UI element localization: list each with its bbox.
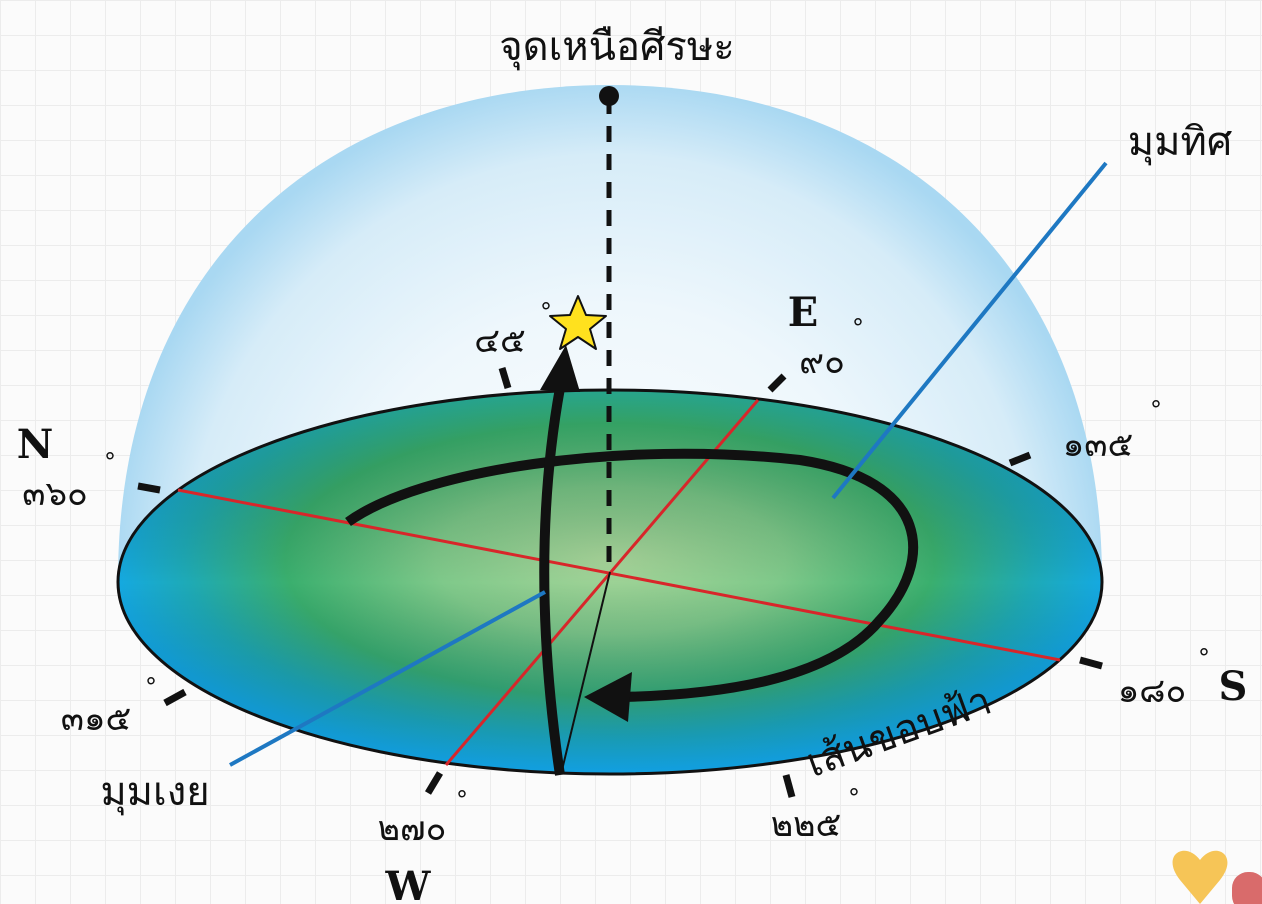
tick-90 bbox=[767, 373, 787, 393]
east-west-axis bbox=[444, 399, 760, 766]
degree-270-symbol: ° bbox=[456, 786, 468, 814]
direction-west: W bbox=[385, 863, 432, 904]
azimuth-label: มุมทิศ bbox=[1128, 119, 1233, 166]
heart-decoration-icon bbox=[1172, 850, 1228, 904]
degree-180: ๑๘๐ bbox=[1118, 671, 1187, 711]
tick-135 bbox=[1008, 451, 1032, 467]
tick-225 bbox=[782, 774, 796, 798]
degree-315: ๓๑๕ bbox=[61, 699, 132, 739]
degree-90-symbol: ° bbox=[852, 314, 864, 342]
azimuth-pointer-line bbox=[831, 161, 1108, 500]
degree-45: ๔๕ bbox=[474, 321, 525, 361]
azimuth-arc bbox=[345, 448, 919, 702]
altitude-pointer-line bbox=[229, 590, 546, 767]
degree-45-symbol: ° bbox=[540, 298, 552, 326]
degree-225-symbol: ° bbox=[848, 784, 860, 812]
zenith-label: จุดเหนือศีรษะ bbox=[499, 24, 735, 71]
azimuth-arrowhead bbox=[584, 672, 632, 722]
direction-north: N bbox=[17, 421, 54, 468]
tick-315 bbox=[163, 688, 187, 707]
tick-270 bbox=[424, 771, 444, 795]
altitude-label: มุมเงย bbox=[100, 769, 209, 816]
north-south-axis bbox=[177, 488, 1061, 662]
degree-135: ๑๓๕ bbox=[1063, 425, 1134, 465]
degree-360-symbol: ° bbox=[104, 448, 116, 476]
horizon-disc-shade bbox=[118, 390, 1102, 774]
pink-blob-decoration-icon bbox=[1232, 872, 1262, 904]
degree-135-symbol: ° bbox=[1150, 396, 1162, 424]
direction-south: S bbox=[1219, 663, 1248, 710]
altitude-arrowhead bbox=[540, 345, 580, 392]
degree-225: ๒๒๕ bbox=[771, 805, 842, 845]
star-icon bbox=[549, 295, 607, 350]
tick-180 bbox=[1079, 656, 1103, 670]
tick-360 bbox=[137, 482, 161, 494]
degree-180-symbol: ° bbox=[1198, 644, 1210, 672]
degree-315-symbol: ° bbox=[145, 673, 157, 701]
degree-90: ๙๐ bbox=[799, 342, 845, 382]
tick-45 bbox=[498, 366, 512, 390]
degree-360: ๓๖๐ bbox=[22, 474, 88, 514]
altitude-arc bbox=[539, 387, 565, 776]
zenith-point bbox=[599, 86, 619, 106]
star-projection-line bbox=[561, 571, 611, 771]
direction-east: E bbox=[788, 289, 819, 336]
degree-270: ๒๗๐ bbox=[378, 809, 447, 849]
